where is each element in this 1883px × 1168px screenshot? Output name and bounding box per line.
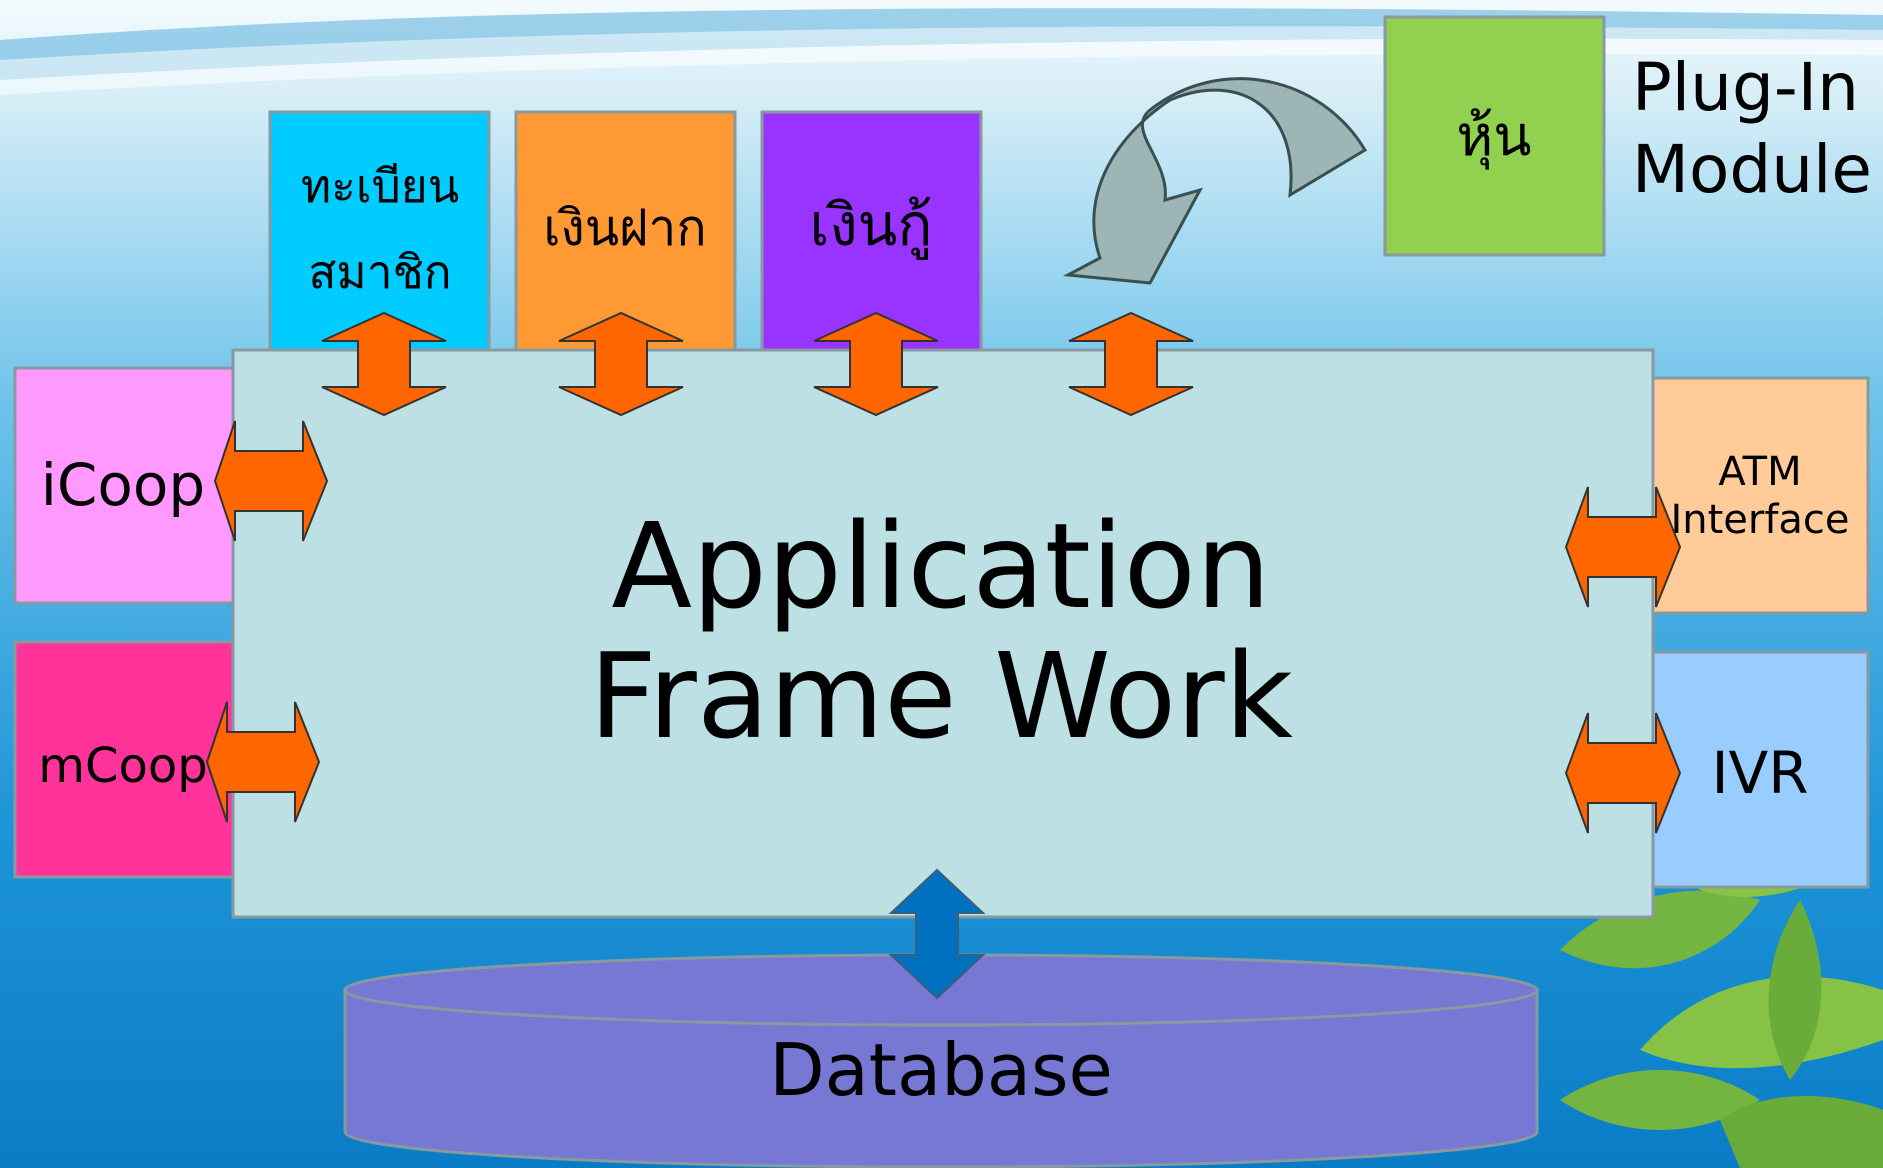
arrow-ivr — [1564, 712, 1682, 834]
plugin-label-line1: Plug-In — [1632, 49, 1859, 126]
application-framework: Application Frame Work — [231, 348, 1655, 919]
arrow-member-registration — [321, 311, 447, 417]
module-loan-label: เงินกู้ — [810, 191, 933, 260]
channel-icoop: iCoop — [13, 366, 242, 605]
module-member-registration: ทะเบียน สมาชิก — [268, 110, 491, 352]
channel-atm-line2: Interface — [1670, 497, 1849, 543]
database-label: Database — [769, 1028, 1113, 1112]
arrow-plugin — [1068, 311, 1194, 417]
channel-ivr-label: IVR — [1711, 739, 1808, 807]
module-deposit-label: เงินฝาก — [543, 199, 706, 257]
module-deposit: เงินฝาก — [514, 110, 737, 352]
arrow-deposit — [558, 311, 684, 417]
channel-mcoop-label: mCoop — [38, 738, 207, 794]
arrow-database — [888, 868, 986, 1000]
arrow-atm — [1564, 486, 1682, 608]
arrow-icoop — [213, 420, 329, 542]
channel-atm-line1: ATM — [1718, 449, 1801, 495]
module-share-label: หุ้น — [1456, 104, 1531, 170]
module-loan: เงินกู้ — [760, 110, 983, 352]
module-member-registration-line2: สมาชิก — [308, 245, 451, 299]
arrow-mcoop — [205, 701, 321, 823]
plugin-label-line2: Module — [1632, 131, 1872, 208]
framework-label-line2: Frame Work — [589, 627, 1293, 765]
channel-icoop-label: iCoop — [41, 451, 205, 519]
framework-label-line1: Application — [611, 497, 1270, 635]
module-member-registration-line1: ทะเบียน — [301, 159, 459, 213]
channel-atm: ATM Interface — [1638, 376, 1870, 615]
module-share: หุ้น — [1383, 15, 1606, 257]
plugin-curved-arrow — [1062, 77, 1368, 285]
arrow-loan — [813, 311, 939, 417]
channel-mcoop: mCoop — [13, 640, 242, 879]
